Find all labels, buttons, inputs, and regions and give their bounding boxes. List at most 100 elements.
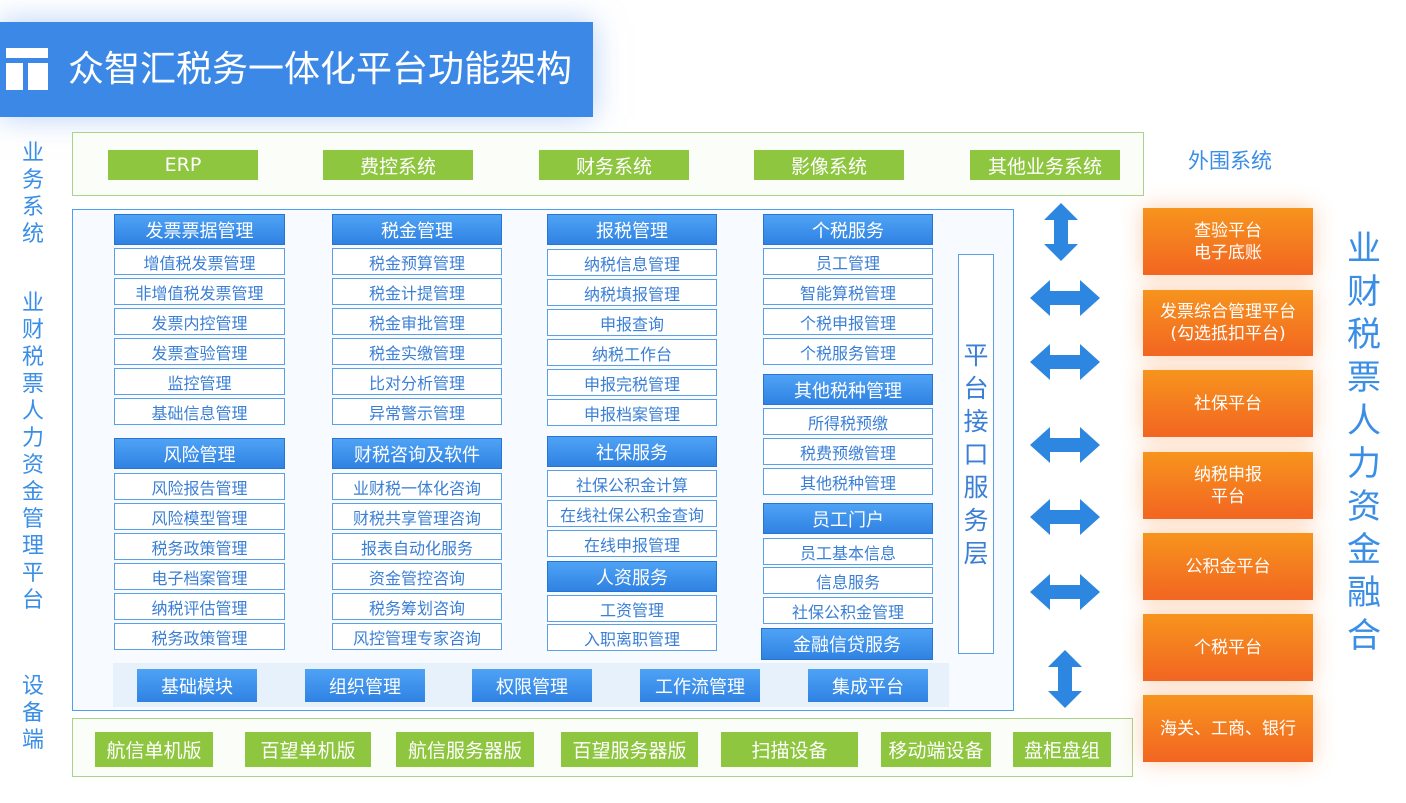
module-item[interactable]: 税金计提管理 bbox=[332, 278, 502, 305]
module-item[interactable]: 申报查询 bbox=[547, 309, 717, 336]
module-item[interactable]: 入职离职管理 bbox=[547, 624, 717, 651]
module-item[interactable]: 纳税填报管理 bbox=[547, 279, 717, 306]
device-item[interactable]: 百望单机版 bbox=[245, 732, 371, 767]
module-header[interactable]: 个税服务 bbox=[763, 214, 933, 245]
base-module[interactable]: 权限管理 bbox=[472, 669, 592, 702]
external-platform[interactable]: 社保平台 bbox=[1143, 370, 1313, 437]
layout-icon bbox=[6, 48, 48, 90]
module-item[interactable]: 纳税信息管理 bbox=[547, 249, 717, 276]
platform-line: 个税平台 bbox=[1194, 637, 1262, 658]
module-item[interactable]: 比对分析管理 bbox=[332, 368, 502, 395]
base-module[interactable]: 基础模块 bbox=[137, 669, 257, 702]
platform-line: 公积金平台 bbox=[1185, 556, 1271, 577]
external-title: 外围系统 bbox=[1188, 149, 1272, 173]
base-module[interactable]: 工作流管理 bbox=[640, 669, 760, 702]
system-expense[interactable]: 费控系统 bbox=[323, 150, 473, 180]
module-header[interactable]: 报税管理 bbox=[547, 214, 717, 245]
module-header[interactable]: 金融信贷服务 bbox=[761, 628, 933, 660]
platform-line: 发票综合管理平台 bbox=[1160, 302, 1296, 322]
platform-line: 电子底账 bbox=[1194, 242, 1262, 263]
external-platform[interactable]: 个税平台 bbox=[1143, 614, 1313, 681]
module-item[interactable]: 信息服务 bbox=[763, 567, 933, 594]
page-title: 众智汇税务一体化平台功能架构 bbox=[68, 49, 573, 90]
title-banner: 众智汇税务一体化平台功能架构 bbox=[0, 22, 593, 117]
module-item[interactable]: 所得税预缴 bbox=[763, 408, 933, 435]
device-item[interactable]: 移动端设备 bbox=[881, 732, 991, 767]
module-header[interactable]: 税金管理 bbox=[332, 214, 502, 245]
module-item[interactable]: 风险模型管理 bbox=[114, 503, 285, 530]
module-item[interactable]: 税费预缴管理 bbox=[763, 438, 933, 465]
base-module[interactable]: 集成平台 bbox=[808, 669, 928, 702]
base-modules-bar: 基础模块 组织管理 权限管理 工作流管理 集成平台 bbox=[113, 663, 949, 707]
module-item[interactable]: 风险报告管理 bbox=[114, 473, 285, 500]
module-item[interactable]: 风控管理专家咨询 bbox=[332, 623, 502, 650]
module-item[interactable]: 业财税一体化咨询 bbox=[332, 473, 502, 500]
module-item[interactable]: 资金管控咨询 bbox=[332, 563, 502, 590]
device-item[interactable]: 扫描设备 bbox=[721, 732, 858, 767]
module-item[interactable]: 税务政策管理 bbox=[114, 623, 285, 650]
module-item[interactable]: 税务政策管理 bbox=[114, 533, 285, 560]
module-item[interactable]: 发票内控管理 bbox=[114, 308, 285, 335]
device-item[interactable]: 航信单机版 bbox=[95, 732, 213, 767]
module-item[interactable]: 发票查验管理 bbox=[114, 338, 285, 365]
external-platform[interactable]: 海关、工商、银行 bbox=[1143, 695, 1313, 762]
module-item[interactable]: 异常警示管理 bbox=[332, 398, 502, 425]
device-item[interactable]: 盘柜盘组 bbox=[1013, 732, 1111, 767]
module-item[interactable]: 基础信息管理 bbox=[114, 398, 285, 425]
arrow-horizontal-icon bbox=[1030, 344, 1100, 380]
module-item[interactable]: 个税申报管理 bbox=[763, 308, 933, 335]
platform-line: 平台 bbox=[1211, 486, 1245, 507]
external-platform[interactable]: 发票综合管理平台(勾选抵扣平台) bbox=[1143, 290, 1313, 356]
platform-line: 社保平台 bbox=[1194, 393, 1262, 414]
module-item[interactable]: 员工基本信息 bbox=[763, 538, 933, 565]
external-platform[interactable]: 公积金平台 bbox=[1143, 533, 1313, 600]
module-item[interactable]: 监控管理 bbox=[114, 368, 285, 395]
arrow-vertical-icon bbox=[1044, 203, 1078, 261]
business-systems-panel: ERP 费控系统 财务系统 影像系统 其他业务系统 bbox=[72, 132, 1144, 196]
module-item[interactable]: 税金预算管理 bbox=[332, 248, 502, 275]
system-imaging[interactable]: 影像系统 bbox=[754, 150, 904, 180]
module-item[interactable]: 增值税发票管理 bbox=[114, 248, 285, 275]
module-item[interactable]: 纳税工作台 bbox=[547, 339, 717, 366]
arrow-horizontal-icon bbox=[1030, 280, 1100, 316]
module-header[interactable]: 风险管理 bbox=[114, 438, 285, 469]
module-item[interactable]: 智能算税管理 bbox=[763, 278, 933, 305]
module-header[interactable]: 发票票据管理 bbox=[114, 214, 285, 245]
module-item[interactable]: 税金实缴管理 bbox=[332, 338, 502, 365]
system-other[interactable]: 其他业务系统 bbox=[970, 150, 1120, 180]
arrow-horizontal-icon bbox=[1030, 574, 1100, 610]
external-platform[interactable]: 纳税申报平台 bbox=[1143, 452, 1313, 519]
module-item[interactable]: 在线申报管理 bbox=[547, 530, 717, 557]
module-item[interactable]: 在线社保公积金查询 bbox=[547, 500, 717, 527]
system-finance[interactable]: 财务系统 bbox=[539, 150, 689, 180]
module-item[interactable]: 报表自动化服务 bbox=[332, 533, 502, 560]
system-erp[interactable]: ERP bbox=[108, 150, 258, 180]
base-module[interactable]: 组织管理 bbox=[305, 669, 425, 702]
external-platform[interactable]: 查验平台电子底账 bbox=[1143, 208, 1313, 275]
module-header[interactable]: 财税咨询及软件 bbox=[332, 438, 502, 469]
module-item[interactable]: 申报档案管理 bbox=[547, 399, 717, 426]
module-item[interactable]: 非增值税发票管理 bbox=[114, 278, 285, 305]
service-layer[interactable]: 平台接口服务层 bbox=[958, 254, 994, 654]
module-item[interactable]: 社保公积金管理 bbox=[763, 597, 933, 624]
arrow-vertical-icon bbox=[1048, 650, 1082, 708]
module-item[interactable]: 员工管理 bbox=[763, 248, 933, 275]
module-item[interactable]: 电子档案管理 bbox=[114, 563, 285, 590]
module-item[interactable]: 税金审批管理 bbox=[332, 308, 502, 335]
module-header[interactable]: 员工门户 bbox=[763, 503, 933, 534]
module-item[interactable]: 工资管理 bbox=[547, 595, 717, 622]
module-header[interactable]: 人资服务 bbox=[547, 561, 717, 592]
module-item[interactable]: 其他税种管理 bbox=[763, 468, 933, 495]
module-item[interactable]: 申报完税管理 bbox=[547, 369, 717, 396]
device-item[interactable]: 百望服务器版 bbox=[561, 732, 698, 767]
module-item[interactable]: 税务筹划咨询 bbox=[332, 593, 502, 620]
module-item[interactable]: 纳税评估管理 bbox=[114, 593, 285, 620]
module-item[interactable]: 社保公积金计算 bbox=[547, 470, 717, 497]
device-item[interactable]: 航信服务器版 bbox=[396, 732, 534, 767]
module-header[interactable]: 社保服务 bbox=[547, 436, 717, 467]
module-item[interactable]: 个税服务管理 bbox=[763, 338, 933, 365]
module-header[interactable]: 其他税种管理 bbox=[763, 374, 933, 405]
module-item[interactable]: 财税共享管理咨询 bbox=[332, 503, 502, 530]
arrow-horizontal-icon bbox=[1030, 427, 1100, 463]
platform-line: 纳税申报 bbox=[1194, 464, 1262, 485]
